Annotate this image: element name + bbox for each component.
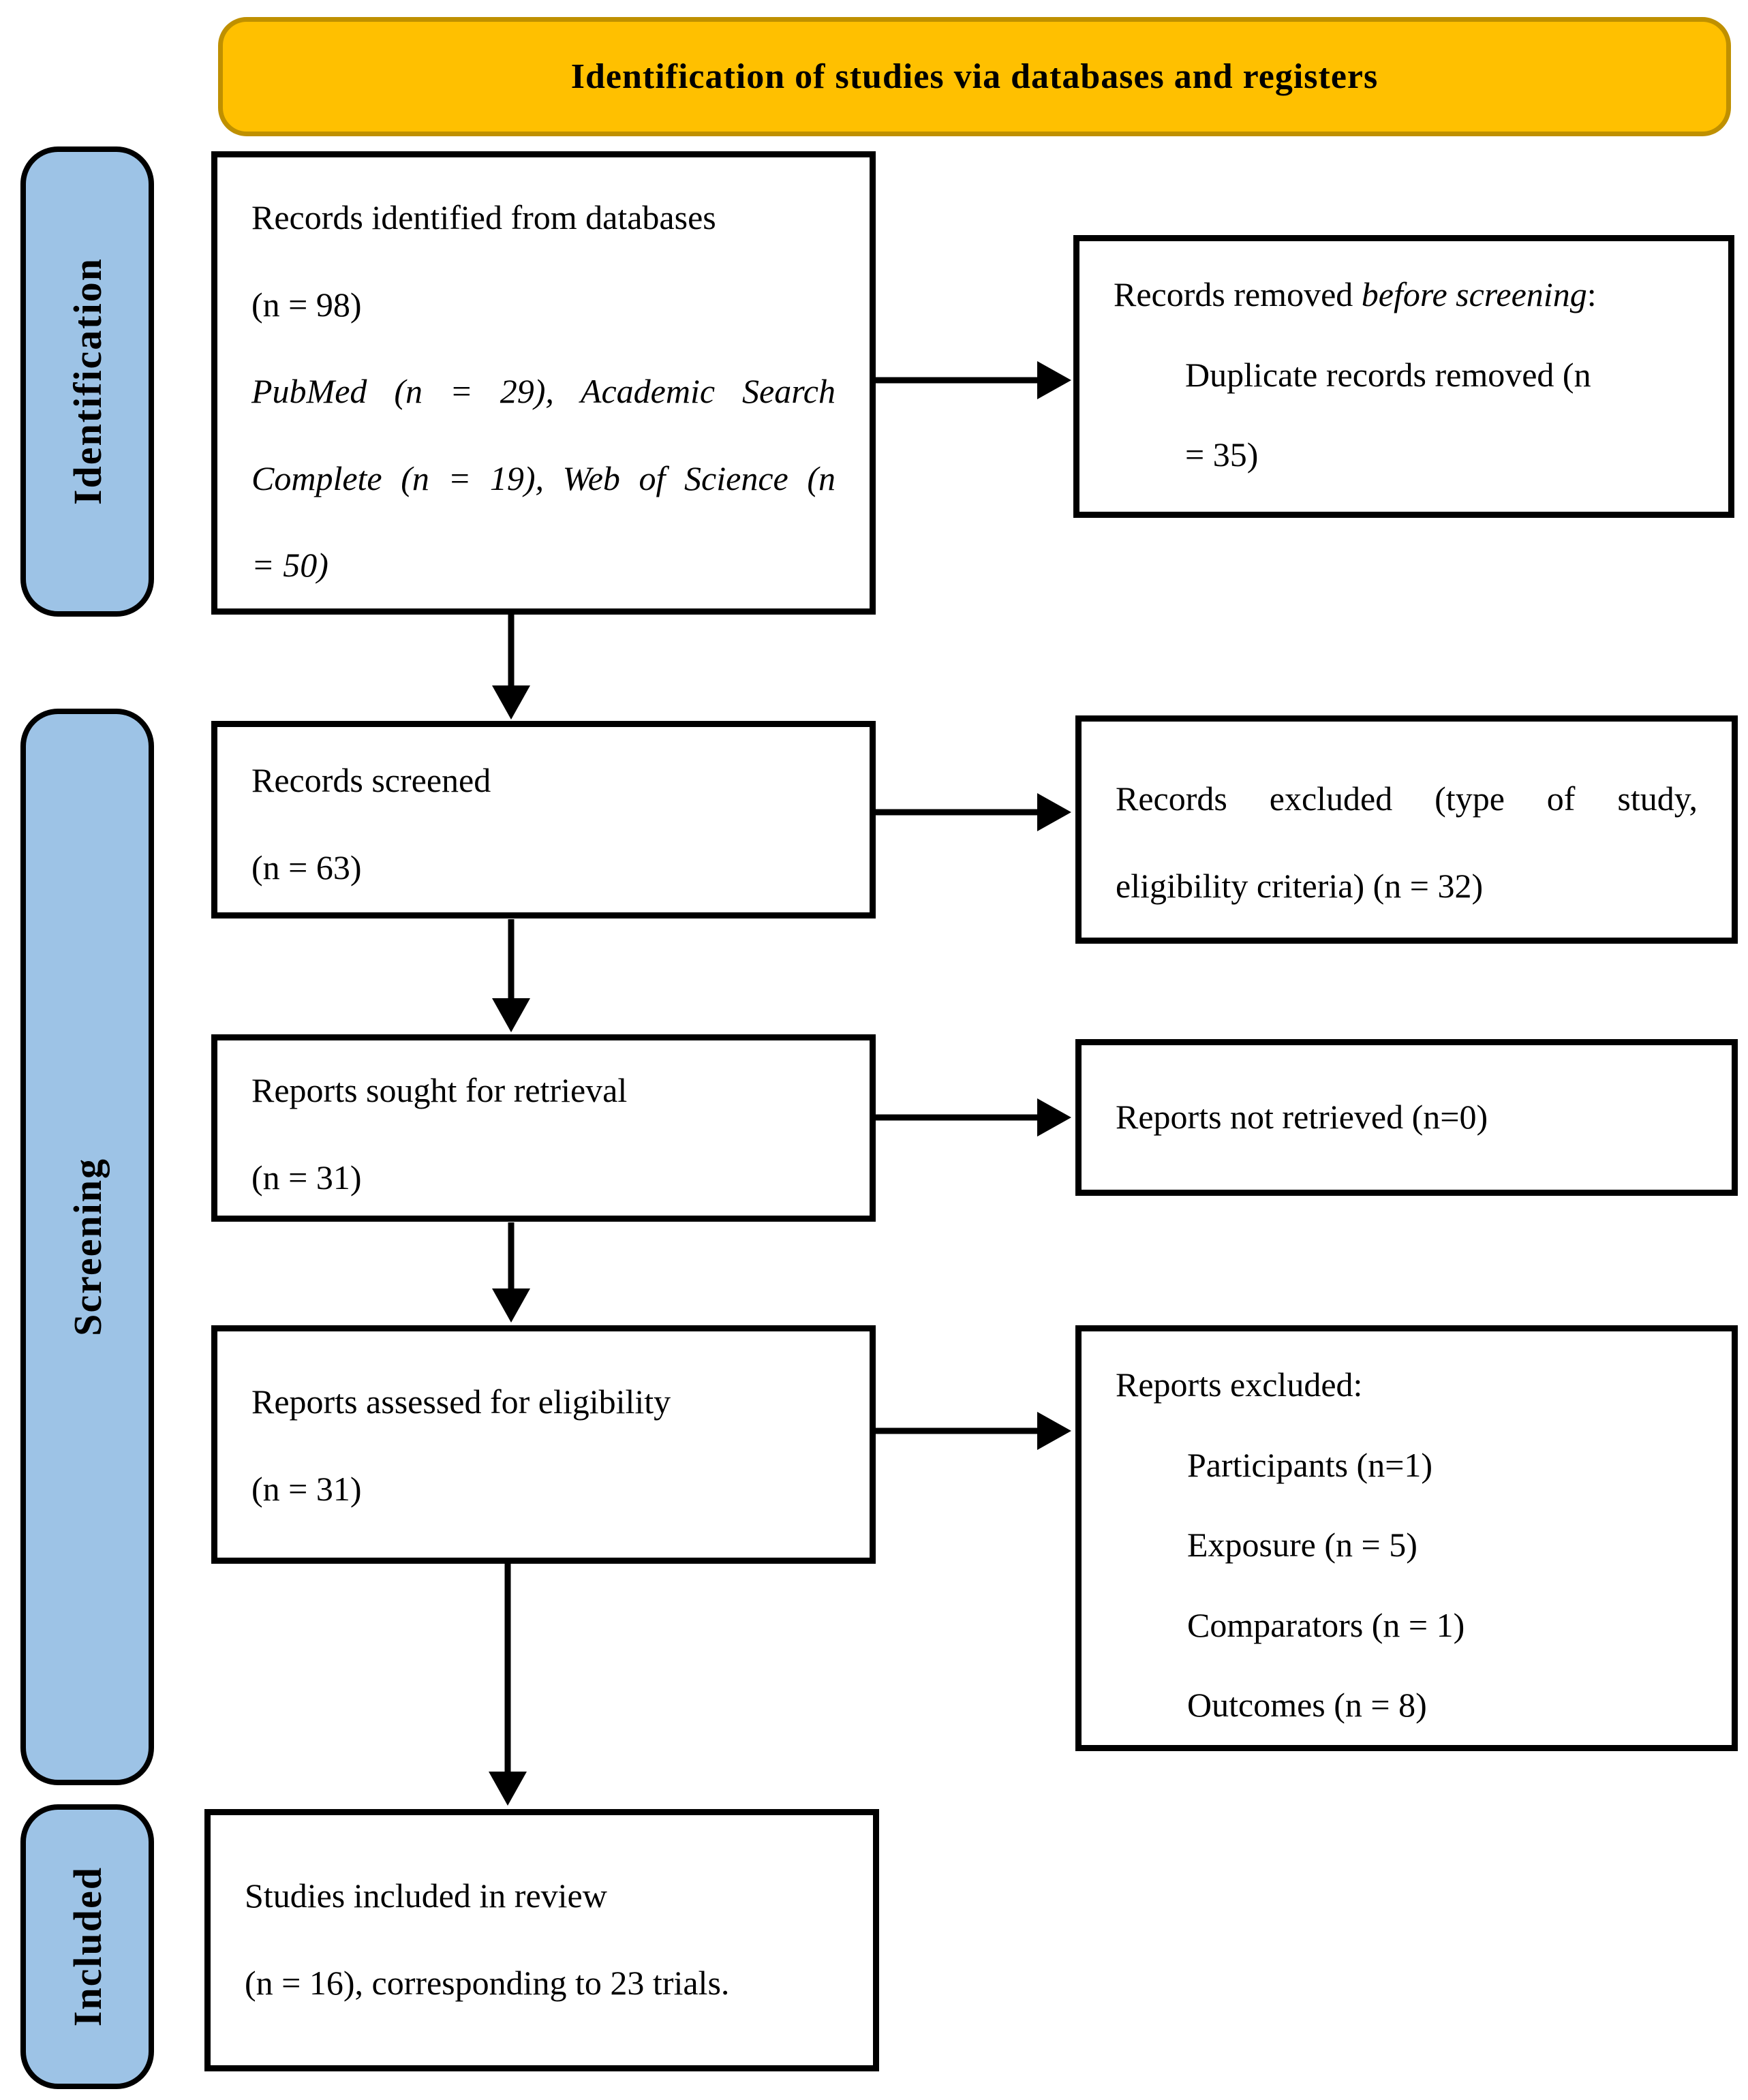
- reports-not-retrieved-box: Reports not retrieved (n=0): [1075, 1039, 1738, 1196]
- records-removed-line1-colon: :: [1586, 275, 1597, 313]
- records-screened-line1: Records screened: [251, 761, 491, 799]
- reports-sought-box: Reports sought for retrieval (n = 31): [211, 1034, 876, 1222]
- stage-identification-label: Identification: [65, 258, 110, 506]
- records-excluded-line1: Records excluded (type of study,: [1116, 779, 1698, 818]
- reports-excluded-item-comparators: Comparators (n = 1): [1187, 1605, 1465, 1644]
- records-removed-line3: = 35): [1185, 435, 1259, 474]
- reports-excluded-item-exposure: Exposure (n = 5): [1187, 1526, 1417, 1564]
- reports-not-retrieved-line1: Reports not retrieved (n=0): [1116, 1098, 1488, 1137]
- records-identified-line5: = 50): [251, 546, 328, 584]
- reports-excluded-item-outcomes: Outcomes (n = 8): [1187, 1686, 1427, 1724]
- records-identified-line3: PubMed (n = 29), Academic Search: [251, 372, 835, 410]
- banner-title: Identification of studies via databases …: [570, 57, 1379, 96]
- records-identified-line4: Complete (n = 19), Web of Science (n: [251, 459, 835, 497]
- records-removed-line1-italic: before screening: [1361, 275, 1587, 313]
- studies-included-line1: Studies included in review: [245, 1877, 607, 1915]
- arrow-screened-to-sought: [492, 919, 530, 1032]
- records-screened-box: Records screened (n = 63): [211, 721, 876, 918]
- studies-included-line2: (n = 16), corresponding to 23 trials.: [245, 1963, 730, 2002]
- records-removed-line2: Duplicate records removed (n: [1185, 355, 1591, 394]
- arrow-screened-to-excluded: [876, 793, 1071, 831]
- reports-sought-line2: (n = 31): [251, 1158, 362, 1196]
- arrow-sought-to-not-retrieved: [876, 1098, 1071, 1137]
- stage-identification: Identification: [20, 146, 154, 617]
- reports-assessed-line2: (n = 31): [251, 1469, 362, 1508]
- arrow-identified-to-removed: [876, 361, 1071, 399]
- arrow-assessed-to-included: [489, 1524, 527, 1806]
- records-removed-line1-normal: Records removed: [1114, 275, 1362, 313]
- records-identified-line1: Records identified from databases: [251, 198, 716, 236]
- banner: Identification of studies via databases …: [218, 17, 1731, 136]
- records-excluded-box: Records excluded (type of study, eligibi…: [1075, 715, 1738, 944]
- reports-excluded-item-participants: Participants (n=1): [1187, 1445, 1433, 1484]
- studies-included-box: Studies included in review (n = 16), cor…: [204, 1809, 879, 2071]
- reports-assessed-line1: Reports assessed for eligibility: [251, 1383, 671, 1421]
- arrow-assessed-to-reports-excluded: [876, 1412, 1071, 1450]
- reports-excluded-box: Reports excluded: Participants (n=1) Exp…: [1075, 1325, 1738, 1751]
- records-screened-line2: (n = 63): [251, 848, 362, 886]
- reports-sought-line1: Reports sought for retrieval: [251, 1071, 628, 1109]
- reports-assessed-box: Reports assessed for eligibility (n = 31…: [211, 1325, 876, 1564]
- arrow-sought-to-assessed: [492, 1222, 530, 1323]
- records-excluded-line2: eligibility criteria) (n = 32): [1116, 866, 1484, 905]
- records-identified-box: Records identified from databases (n = 9…: [211, 151, 876, 615]
- stage-included-label: Included: [65, 1866, 110, 2027]
- stage-screening-label: Screening: [65, 1158, 110, 1336]
- stage-included: Included: [20, 1804, 154, 2089]
- reports-excluded-title: Reports excluded:: [1116, 1365, 1363, 1404]
- records-identified-line2: (n = 98): [251, 285, 362, 324]
- records-removed-box: Records removed before screening: Duplic…: [1073, 235, 1734, 518]
- records-removed-line1: Records removed before screening:: [1114, 255, 1694, 335]
- stage-screening: Screening: [20, 709, 154, 1785]
- arrow-identified-to-screened: [492, 615, 530, 720]
